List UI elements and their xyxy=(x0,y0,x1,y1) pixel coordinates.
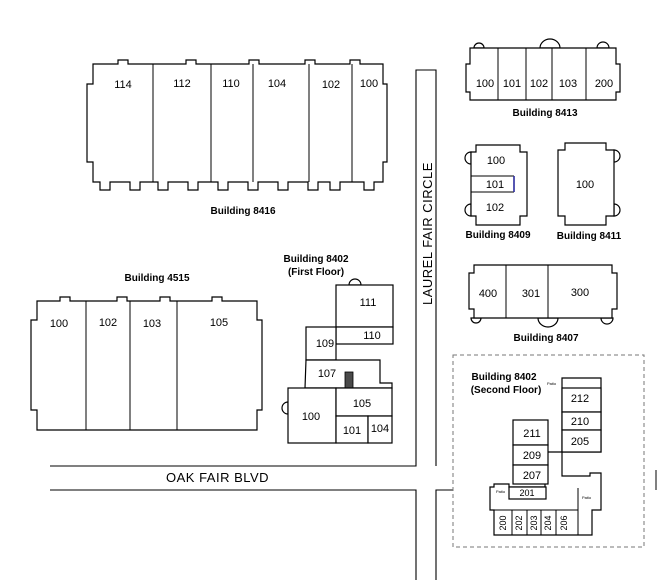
unit-label: 205 xyxy=(571,436,589,448)
unit-label: 110 xyxy=(222,78,240,90)
building-4515-outline xyxy=(30,296,263,431)
road-network xyxy=(50,69,453,580)
unit-label: 101 xyxy=(486,179,504,191)
unit-label: 100 xyxy=(360,78,378,90)
unit-111 xyxy=(335,284,394,328)
unit-label: 105 xyxy=(210,317,228,329)
building-8411: 100 Building 8411 xyxy=(557,142,622,242)
unit-205 xyxy=(561,429,602,453)
second-floor-inset-frame xyxy=(452,354,645,548)
patio-bump xyxy=(464,203,472,217)
unit-104 xyxy=(367,415,393,444)
unit-label: 102 xyxy=(486,202,504,214)
oak-fair-blvd-label: OAK FAIR BLVD xyxy=(166,470,269,485)
building-8416-outline xyxy=(86,59,388,191)
unit-201 xyxy=(508,486,547,500)
unit-label: 102 xyxy=(99,317,117,329)
unit-label: 105 xyxy=(353,398,371,410)
unit-207 xyxy=(512,464,549,485)
unit-label: 207 xyxy=(523,470,541,482)
building-8411-outline xyxy=(557,142,615,226)
building-8413-caption: Building 8413 xyxy=(512,108,577,119)
building-8402-second-caption-line2: (Second Floor) xyxy=(471,385,542,396)
building-4515: 100 102 103 105 Building 4515 xyxy=(30,273,263,431)
unit-label: 101 xyxy=(343,425,361,437)
patio-bump xyxy=(464,151,472,165)
unit-label: 100 xyxy=(487,155,505,167)
unit-label: 400 xyxy=(479,288,497,300)
patio-bump xyxy=(348,278,362,286)
unit-label: 109 xyxy=(316,338,334,350)
patio-label: Patio xyxy=(547,381,557,386)
building-8402-first-caption-line2: (First Floor) xyxy=(288,267,344,278)
building-8407-caption: Building 8407 xyxy=(513,333,578,344)
unit-label: 100 xyxy=(476,78,494,90)
unit-100 xyxy=(287,387,337,444)
unit-label: 202 xyxy=(514,515,524,530)
building-4515-caption: Building 4515 xyxy=(124,273,189,284)
unit-label: 204 xyxy=(543,515,553,530)
building-8402-first-caption-line1: Building 8402 xyxy=(283,254,348,265)
patio-label: Patio xyxy=(496,489,506,494)
patio-bump xyxy=(539,38,561,49)
unit-label: 103 xyxy=(559,78,577,90)
unit-label: 212 xyxy=(571,393,589,405)
patio-bump xyxy=(596,41,610,49)
building-8413: 100 101 102 103 200 Building 8413 xyxy=(465,38,621,119)
building-8409-outline xyxy=(470,144,528,226)
unit-label: 200 xyxy=(595,78,613,90)
unit-label: 102 xyxy=(322,79,340,91)
patio-bump xyxy=(470,317,482,324)
unit-label: 107 xyxy=(318,368,336,380)
building-8416: 114 112 110 104 102 100 Building 8416 xyxy=(86,59,388,217)
unit-101 xyxy=(335,415,369,444)
patio-bump xyxy=(600,317,614,325)
patio-label: Patio xyxy=(582,495,592,500)
unit-label: 100 xyxy=(302,411,320,423)
building-8402-first-floor: Building 8402 (First Floor) 111 110 109 … xyxy=(281,254,394,444)
unit-label: 301 xyxy=(522,288,540,300)
unit-label: 101 xyxy=(503,78,521,90)
unit-label: 100 xyxy=(576,179,594,191)
patio-bump xyxy=(613,149,621,163)
unit-label: 111 xyxy=(360,297,377,309)
unit-label: 209 xyxy=(523,450,541,462)
laurel-fair-circle-label: LAUREL FAIR CIRCLE xyxy=(420,162,435,305)
patio-bump xyxy=(473,42,485,49)
unit-label: 104 xyxy=(268,78,286,90)
unit-label: 300 xyxy=(571,287,589,299)
building-8409: 100 101 102 Building 8409 xyxy=(464,144,531,241)
unit-label: 203 xyxy=(529,515,539,530)
building-8411-caption: Building 8411 xyxy=(557,231,622,242)
unit-label: 210 xyxy=(571,416,589,428)
unit-label: 211 xyxy=(523,428,541,440)
unit-label: 103 xyxy=(143,318,161,330)
building-8416-caption: Building 8416 xyxy=(210,206,275,217)
building-8402-second-floor: Building 8402 (Second Floor) 212 210 205… xyxy=(452,354,645,548)
unit-211 xyxy=(512,419,549,446)
unit-label: 102 xyxy=(530,78,548,90)
building-8407: 400 301 300 Building 8407 xyxy=(468,264,618,344)
stairwell xyxy=(344,371,354,390)
patio-bump xyxy=(537,317,559,328)
building-8416-dividers xyxy=(152,64,353,182)
patio-bump xyxy=(281,401,289,415)
building-8409-caption: Building 8409 xyxy=(465,230,530,241)
unit-label: 200 xyxy=(498,515,508,530)
unit-label: 104 xyxy=(371,423,389,435)
building-8413-outline xyxy=(465,47,621,101)
unit-label: 206 xyxy=(559,515,569,530)
building-8402-second-caption-line1: Building 8402 xyxy=(471,372,536,383)
unit-label: 201 xyxy=(519,488,534,498)
unit-label: 100 xyxy=(50,318,68,330)
unit-label: 112 xyxy=(173,78,191,90)
patio-bump xyxy=(613,203,621,217)
unit-label: 110 xyxy=(363,330,381,342)
unit-label: 114 xyxy=(114,79,132,91)
